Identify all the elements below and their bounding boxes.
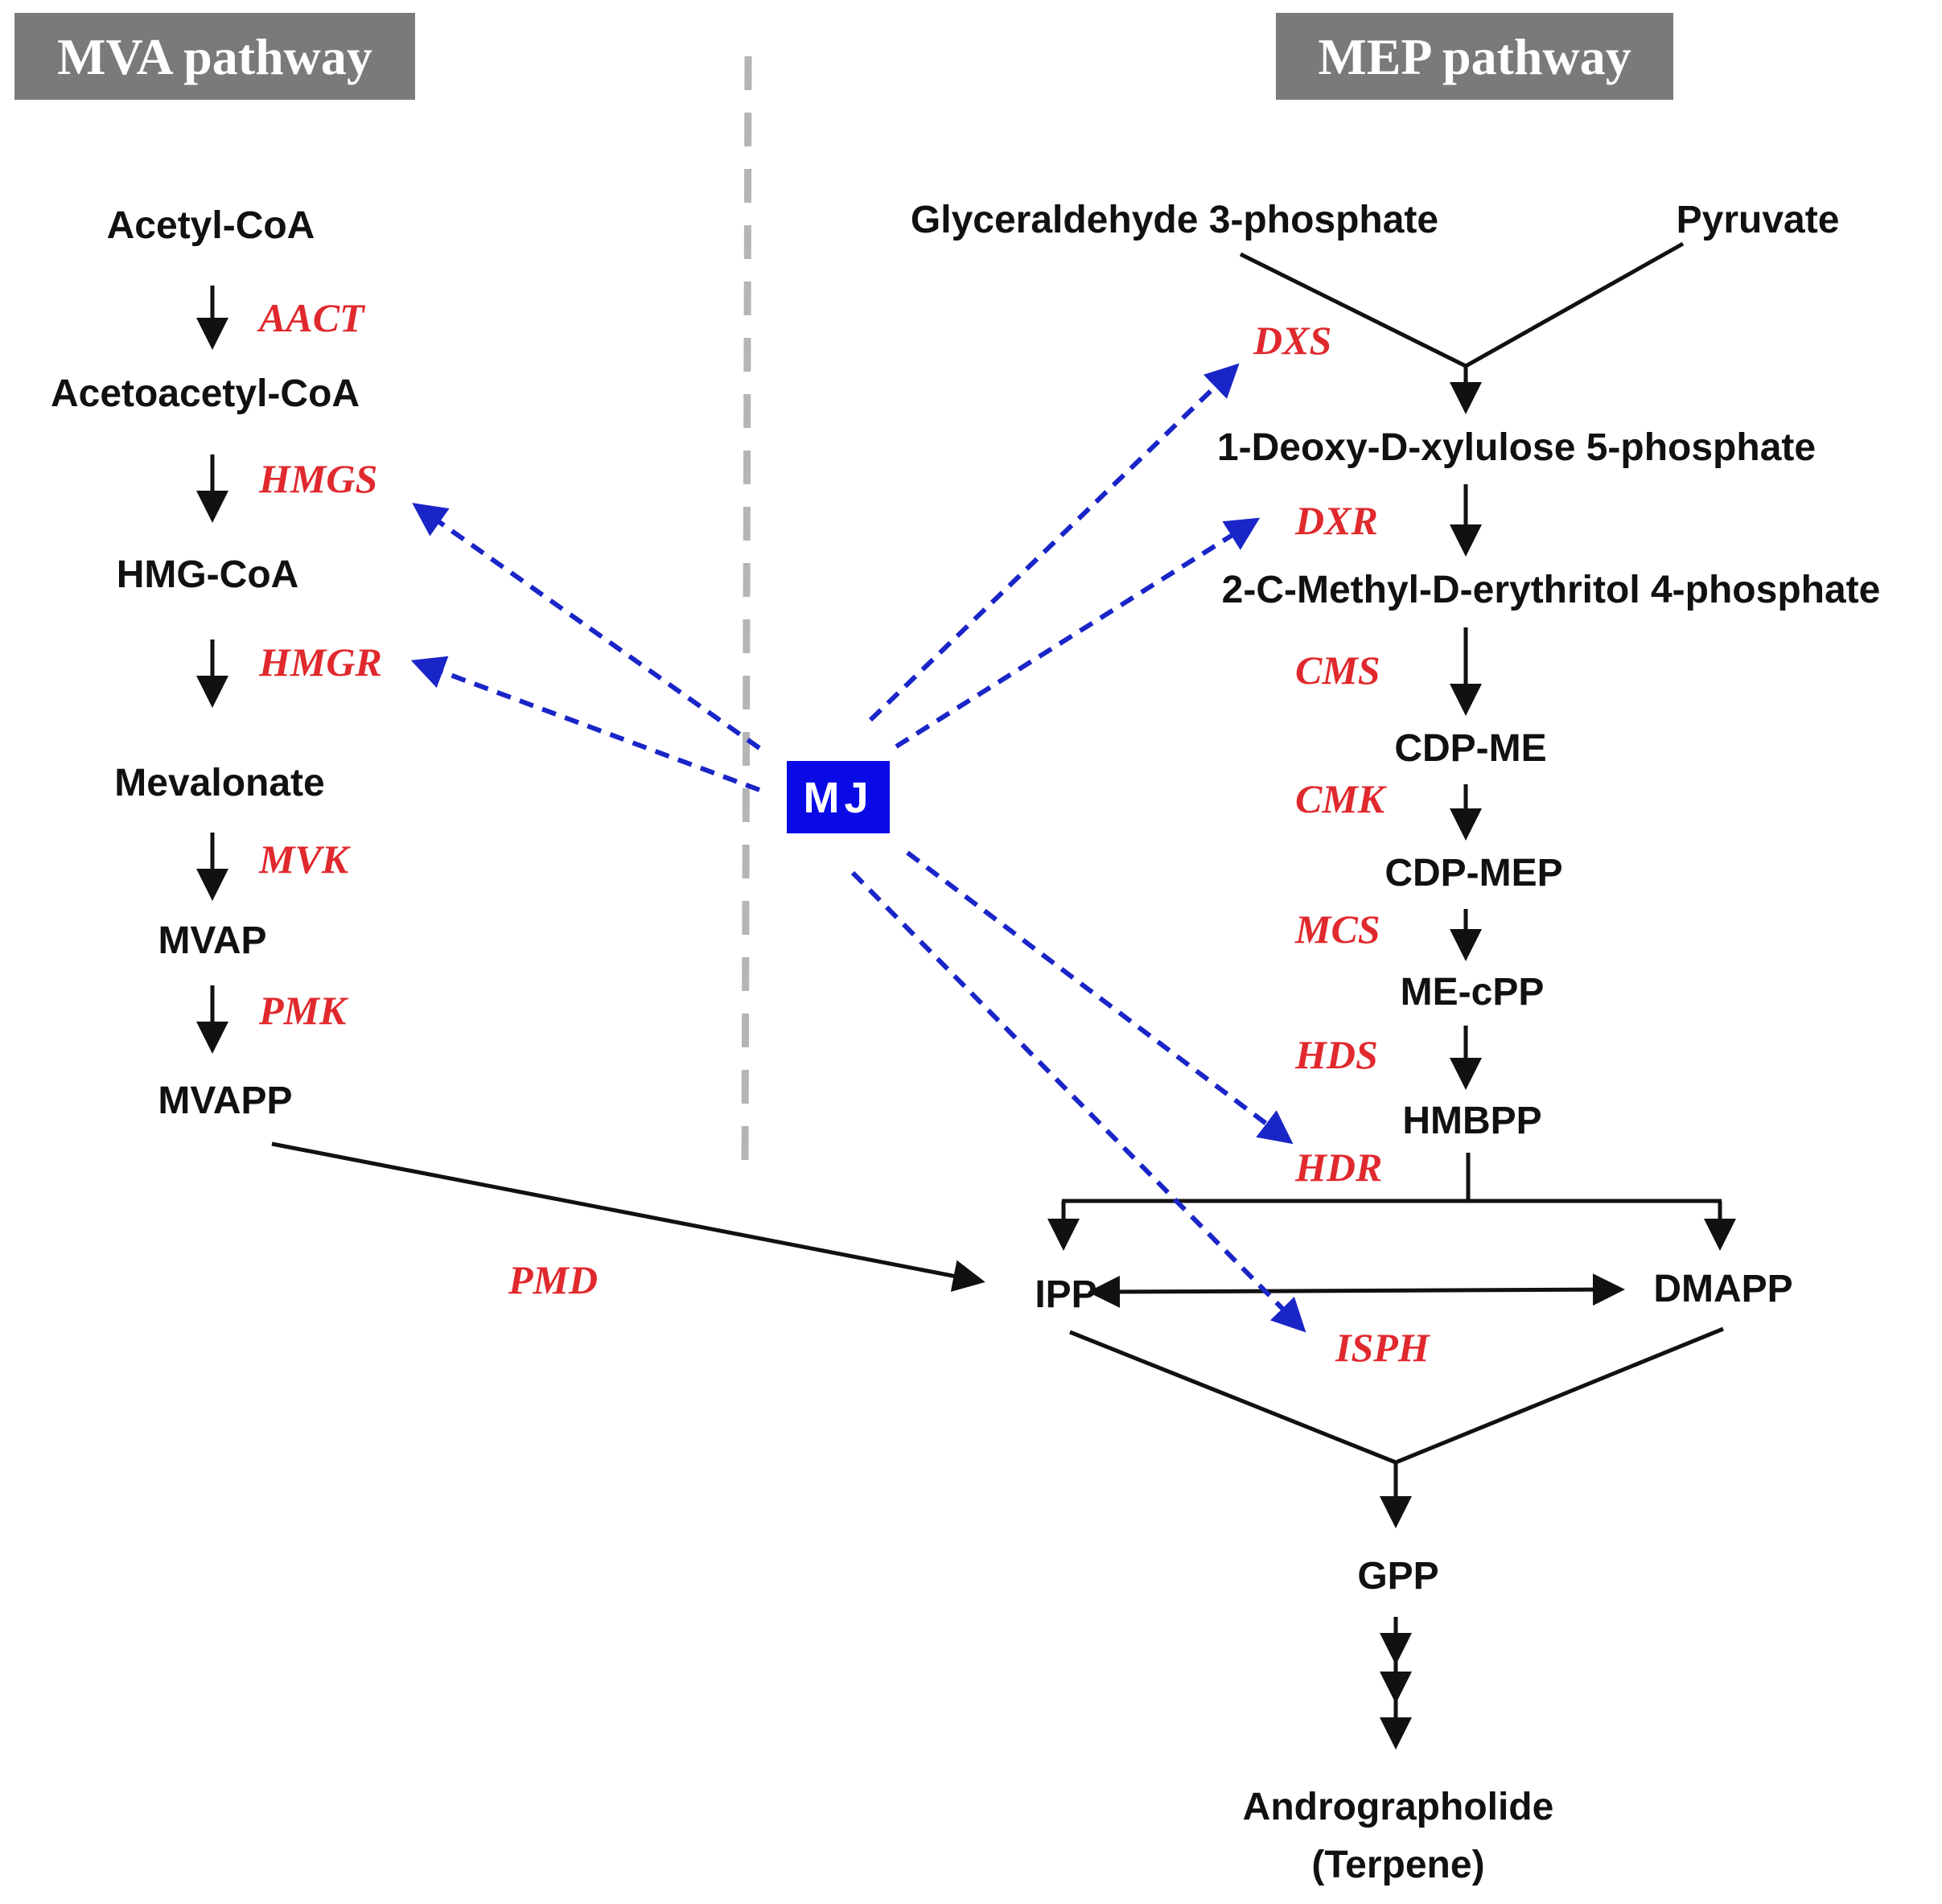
enzyme-cms: CMS xyxy=(1295,648,1380,693)
enzyme-aact: AACT xyxy=(257,295,366,340)
metabolite-hmbpp: HMBPP xyxy=(1402,1100,1541,1142)
mj-arrow-isph xyxy=(850,870,1306,1333)
metabolite-ipp: IPP xyxy=(1035,1273,1096,1316)
metabolite-pyruvate: Pyruvate xyxy=(1677,199,1840,241)
mj-arrow-hmgr xyxy=(410,656,761,792)
enzyme-hds: HDS xyxy=(1294,1032,1378,1077)
metabolite-cdp-me: CDP-ME xyxy=(1394,727,1546,770)
mj-arrow-dxs xyxy=(868,363,1240,722)
enzyme-mcs: MCS xyxy=(1294,907,1380,952)
metabolite-hmg-coa: HMG-CoA xyxy=(117,553,299,596)
metabolite-me-cpp: ME-cPP xyxy=(1401,971,1545,1014)
metabolite-mevalonate: Mevalonate xyxy=(114,762,324,804)
mj-box xyxy=(787,761,890,833)
metabolite-gpp: GPP xyxy=(1357,1555,1438,1598)
metabolite-glyceraldehyde-3-phosphate: Glyceraldehyde 3-phosphate xyxy=(911,199,1438,241)
arrow-mvapp-to-ipp xyxy=(271,1141,985,1292)
mep-header: MEP pathway xyxy=(1318,28,1631,85)
mj-label: MJ xyxy=(803,774,873,822)
enzyme-cmk: CMK xyxy=(1295,776,1388,821)
mj-arrow-hdr xyxy=(906,850,1294,1145)
enzyme-pmk: PMK xyxy=(258,988,349,1033)
metabolite-mep: 2-C-Methyl-D-erythritol 4-phosphate xyxy=(1222,569,1881,611)
mep-header-box xyxy=(1276,13,1673,100)
enzyme-hmgs: HMGS xyxy=(258,456,377,501)
enzyme-mvk: MVK xyxy=(258,837,352,882)
metabolite-cdp-mep: CDP-MEP xyxy=(1384,852,1562,894)
mj-arrow-dxr xyxy=(895,517,1261,749)
mva-header: MVA pathway xyxy=(57,28,372,85)
metabolite-acetyl-coa: Acetyl-CoA xyxy=(107,204,315,247)
metabolite-acetoacetyl-coa: Acetoacetyl-CoA xyxy=(51,372,360,415)
mj-arrow-hmgs xyxy=(412,503,761,750)
enzyme-hdr: HDR xyxy=(1294,1145,1382,1190)
enzyme-hmgr: HMGR xyxy=(258,639,382,685)
metabolite-mvap: MVAP xyxy=(158,919,266,962)
product-andrographolide: Andrographolide xyxy=(1243,1786,1554,1828)
enzyme-isph: ISPH xyxy=(1335,1325,1431,1370)
enzyme-dxs: DXS xyxy=(1253,318,1331,363)
metabolite-mvapp: MVAPP xyxy=(158,1079,292,1122)
metabolite-dmapp: DMAPP xyxy=(1653,1268,1792,1310)
mva-header-box xyxy=(14,13,415,100)
enzyme-dxr: DXR xyxy=(1294,498,1378,543)
arrow-ipp-dmapp-isomerase xyxy=(1088,1273,1625,1308)
pathway-divider xyxy=(741,56,752,1175)
enzyme-pmd: PMD xyxy=(508,1257,598,1302)
product-terpene: (Terpene) xyxy=(1311,1844,1484,1886)
metabolite-dxp: 1-Deoxy-D-xylulose 5-phosphate xyxy=(1217,426,1816,469)
